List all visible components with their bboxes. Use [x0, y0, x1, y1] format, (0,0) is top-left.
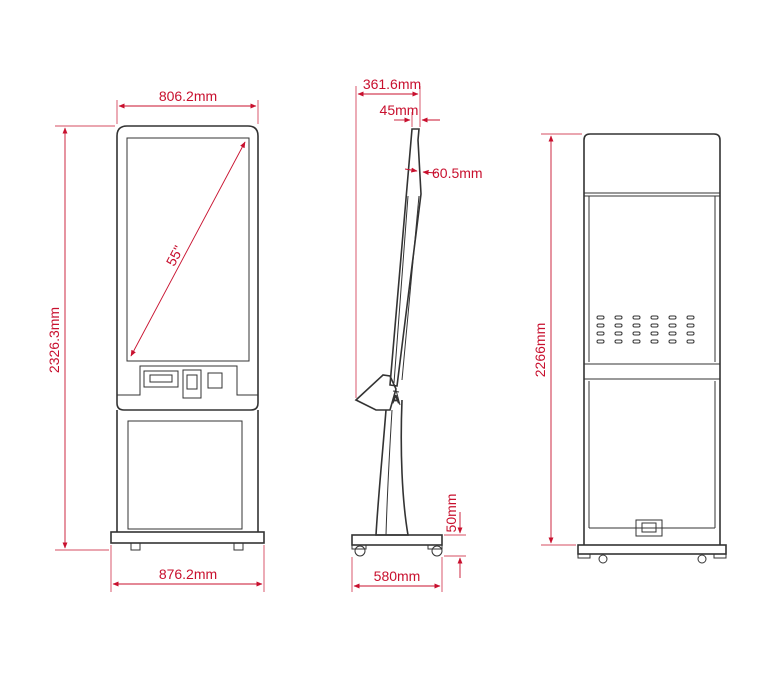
- control-panel: [117, 365, 258, 396]
- vent-slot: [668, 323, 677, 328]
- vent-slot: [686, 331, 695, 336]
- back-base: [577, 544, 727, 555]
- vent-slot: [686, 339, 695, 344]
- card-reader: [182, 369, 202, 399]
- vent-slot: [632, 315, 641, 320]
- vent-slot: [650, 331, 659, 336]
- back-wheel-left: [598, 554, 608, 564]
- vent-slot: [650, 323, 659, 328]
- front-view: 55" 806.2mm 2326.3mm 876.2mm: [46, 88, 265, 592]
- front-wheel-left: [130, 542, 141, 551]
- vent-slot: [650, 315, 659, 320]
- height-total-label: 2326.3mm: [46, 307, 62, 373]
- side-screen-slab: [389, 128, 422, 387]
- back-height-label: 2266mm: [532, 323, 548, 377]
- vent-slot: [686, 323, 695, 328]
- side-wheel-left: [354, 545, 366, 557]
- base-depth-label: 580mm: [374, 568, 421, 584]
- front-screen: [126, 137, 250, 362]
- scanner-window: [207, 372, 223, 389]
- vent-slot: [596, 315, 605, 320]
- printer-slot: [143, 370, 179, 388]
- card-reader-inner: [186, 374, 198, 390]
- lower-cabinet: [116, 395, 259, 411]
- vent-slot: [596, 339, 605, 344]
- vent-slot: [686, 315, 695, 320]
- thickness-label: 60.5mm: [432, 165, 483, 181]
- side-pedestal: [375, 399, 409, 536]
- screen-size-label: 55": [163, 243, 187, 269]
- side-base: [351, 534, 443, 546]
- width-top-label: 806.2mm: [159, 88, 217, 104]
- back-outline: [583, 133, 721, 545]
- vent-slot: [632, 323, 641, 328]
- depth-top-label: 361.6mm: [363, 76, 421, 92]
- vent-slot: [614, 323, 623, 328]
- vent-slot: [614, 315, 623, 320]
- printer-slot-inner: [149, 374, 173, 383]
- side-wheel-right: [431, 545, 443, 557]
- thickness-dim: [404, 167, 418, 173]
- vent-slot: [650, 339, 659, 344]
- back-view: 2266mm: [532, 133, 727, 564]
- svg-text:A: A: [392, 394, 400, 406]
- screen-diagonal: [130, 141, 246, 357]
- back-wheel-right: [697, 554, 707, 564]
- vent-slot: [632, 331, 641, 336]
- front-outline: [116, 125, 259, 395]
- vent-slot: [668, 331, 677, 336]
- base-height-label: 50mm: [443, 494, 459, 533]
- bezel-label: 45mm: [380, 102, 419, 118]
- front-wheel-right: [233, 542, 244, 551]
- vent-slot: [614, 331, 623, 336]
- vent-slot: [596, 331, 605, 336]
- vent-slot: [668, 315, 677, 320]
- vent-slot: [668, 339, 677, 344]
- vent-slot: [596, 323, 605, 328]
- lower-door-panel: [127, 420, 243, 530]
- back-vent-grid: [596, 315, 695, 344]
- side-view: A 361.6mm 45mm 60.5mm 50mm 580: [351, 76, 483, 592]
- vent-slot: [614, 339, 623, 344]
- side-control-shelf: [354, 374, 397, 411]
- front-base: [110, 531, 265, 544]
- vent-slot: [632, 339, 641, 344]
- width-base-label: 876.2mm: [159, 566, 217, 582]
- back-cable-port: [635, 519, 663, 537]
